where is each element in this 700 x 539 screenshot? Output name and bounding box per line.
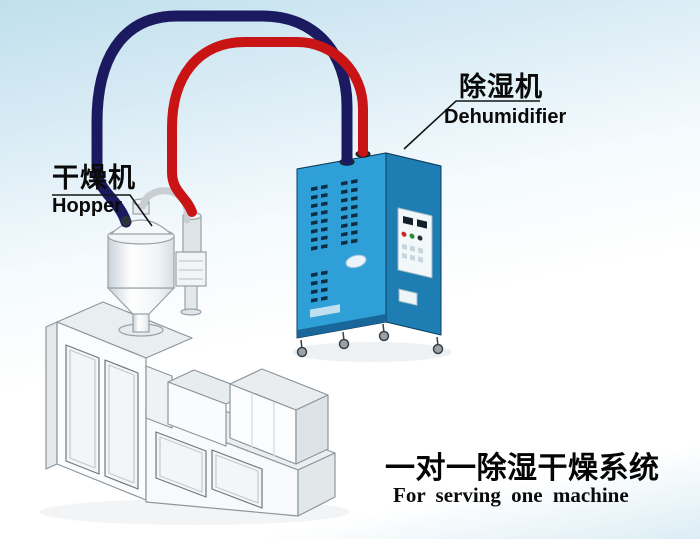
caption-title-cn: 一对一除湿干燥系统 (385, 452, 660, 485)
panel-button-green (409, 233, 415, 239)
vent-grille (311, 179, 358, 303)
panel-key (410, 254, 415, 261)
door-panel (65, 344, 100, 475)
panel-key (418, 247, 423, 254)
filter-box (175, 251, 207, 287)
cabinet-shadow (292, 342, 452, 362)
display-window (403, 216, 413, 226)
head-box-side (295, 394, 329, 465)
machine-base-end (297, 452, 336, 517)
dehumidifier-label-cn: 除湿机 (459, 72, 543, 102)
name-plate (310, 304, 340, 318)
door-panel-inner (159, 436, 203, 493)
door-panel (155, 431, 207, 498)
display-window (417, 219, 427, 229)
panel-key (418, 256, 423, 263)
brand-badge (345, 254, 367, 269)
lid-fitting (121, 216, 131, 226)
hopper-blower-unit (175, 211, 207, 316)
caster-wheel (432, 343, 444, 355)
caster-wheel (378, 330, 390, 342)
panel-key (402, 243, 407, 250)
hopper-dome-lid (109, 219, 173, 235)
cabinet-front-details (310, 179, 367, 318)
hopper-leader-line (52, 194, 153, 227)
carriage-box-front (167, 381, 227, 447)
cabinet-base-strip (297, 314, 386, 338)
dehumidifier-leader-line (403, 100, 540, 150)
door-panel-inner (69, 349, 96, 469)
caster-wheel (338, 338, 350, 350)
pipe-dry-air (167, 37, 368, 217)
side-sticker (398, 288, 418, 306)
door-panel-inner (215, 454, 259, 504)
door-panel (104, 359, 139, 490)
barrel-connector (145, 365, 173, 429)
panel-key (402, 252, 407, 259)
panel-button-dark (417, 235, 423, 241)
panel-key (410, 245, 415, 252)
caption-subtitle-en: For serving one machine (393, 483, 629, 507)
casters (296, 323, 444, 358)
machine-left-side (45, 321, 58, 470)
cabinet-side-details (397, 207, 433, 306)
dehumidifier-label-en: Dehumidifier (444, 106, 567, 128)
blower-foot (180, 308, 202, 316)
door-panel-inner (108, 364, 135, 484)
caster-wheel (296, 346, 308, 358)
panel-button-red (401, 231, 407, 237)
extruder-machine (45, 301, 336, 517)
hopper-label-cn: 干燥机 (52, 163, 136, 193)
hopper-label-en: Hopper (52, 195, 122, 217)
dehumidifier-cabinet (296, 150, 444, 358)
door-panel (211, 449, 263, 509)
